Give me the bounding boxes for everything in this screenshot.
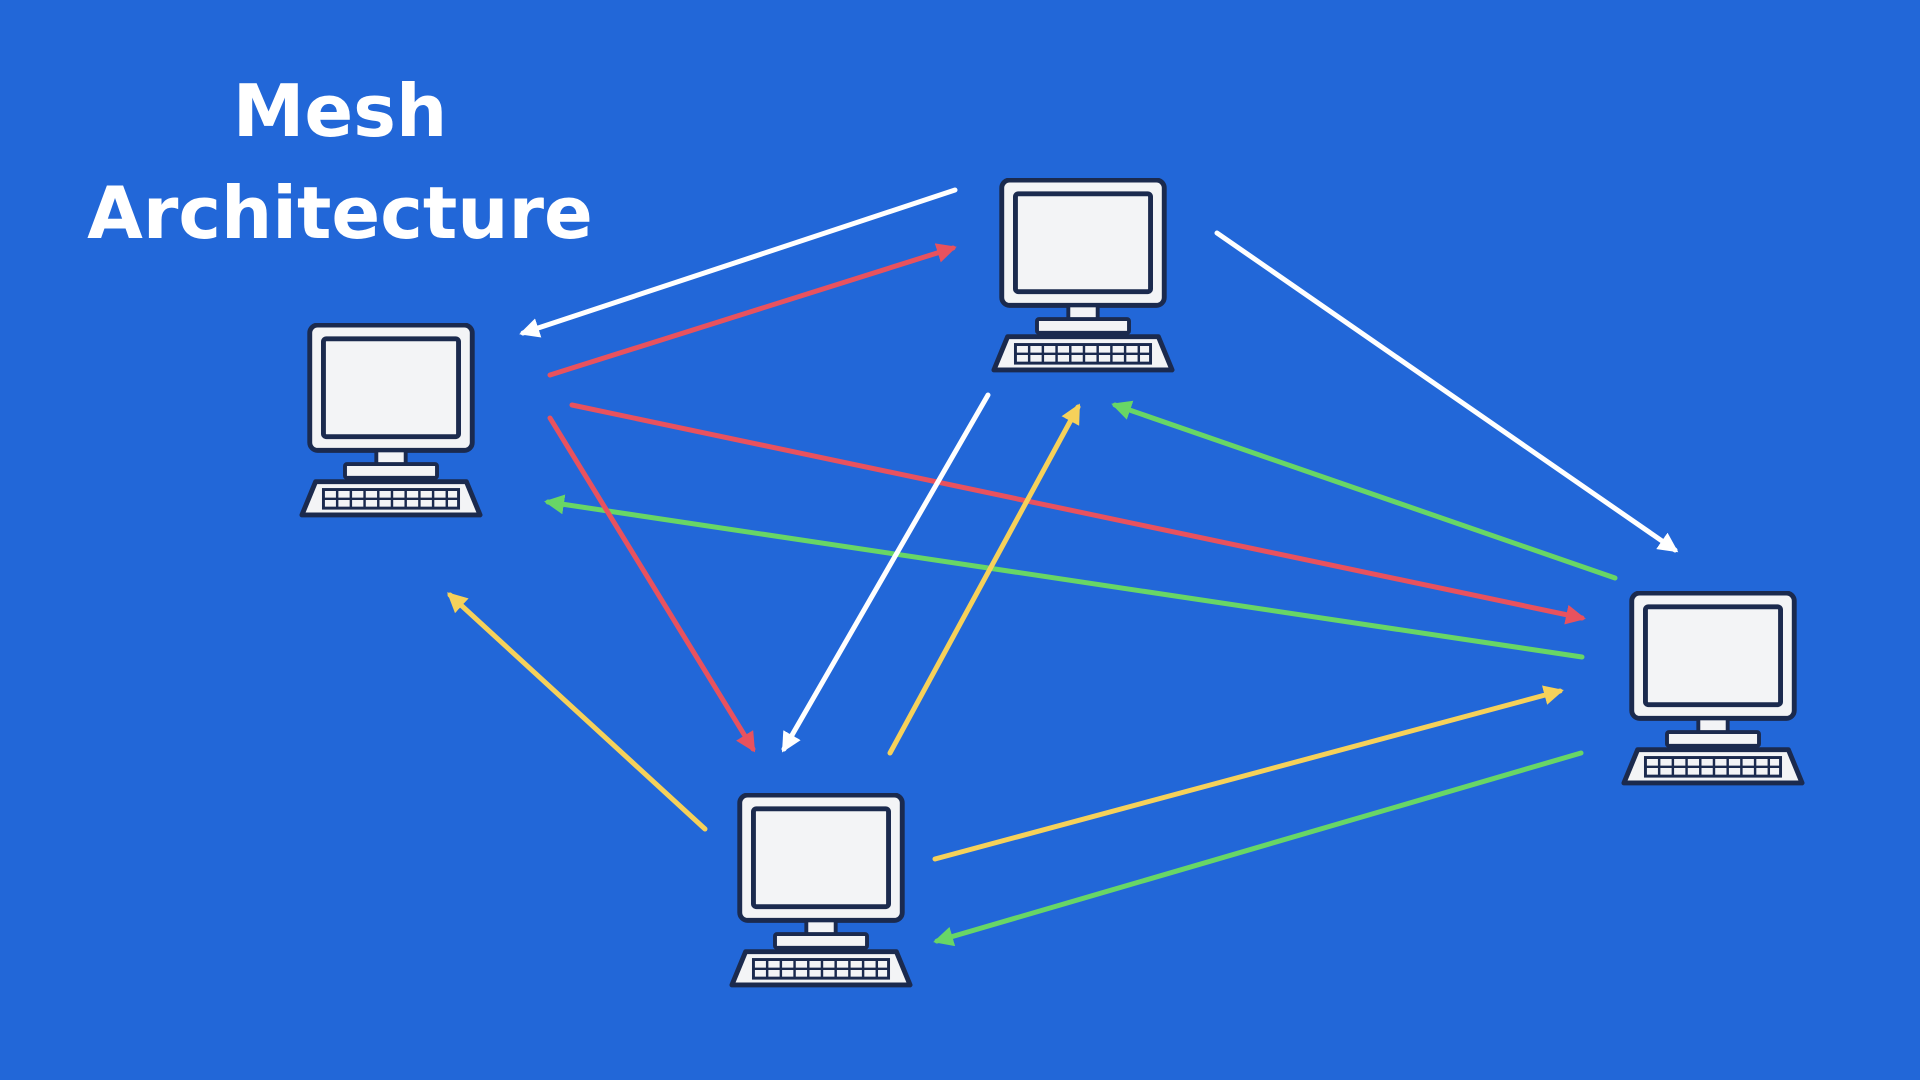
desktop-computer-icon — [994, 180, 1172, 370]
connection-bottom-to-left — [447, 592, 708, 832]
connection-top-to-left — [519, 187, 958, 338]
title-line-2: Architecture — [87, 171, 593, 255]
connections — [447, 187, 1679, 947]
connection-right-to-left — [544, 494, 1585, 660]
diagram-title: Mesh Architecture — [60, 60, 620, 264]
connection-top-to-bottom — [781, 392, 991, 753]
connection-top-to-right — [1214, 230, 1679, 553]
desktop-computer-icon — [732, 795, 910, 985]
connection-right-to-bottom — [933, 750, 1584, 947]
connection-bottom-to-right — [932, 685, 1564, 862]
connection-right-to-top — [1111, 400, 1618, 581]
node-left — [302, 325, 480, 515]
node-bottom — [732, 795, 910, 985]
connection-left-to-bottom — [547, 415, 756, 753]
connection-bottom-to-top — [887, 403, 1081, 756]
connection-left-to-right — [569, 402, 1586, 625]
desktop-computer-icon — [1624, 593, 1802, 783]
connection-left-to-top — [547, 243, 957, 378]
desktop-computer-icon — [302, 325, 480, 515]
title-line-1: Mesh — [232, 69, 448, 153]
node-top — [994, 180, 1172, 370]
node-right — [1624, 593, 1802, 783]
